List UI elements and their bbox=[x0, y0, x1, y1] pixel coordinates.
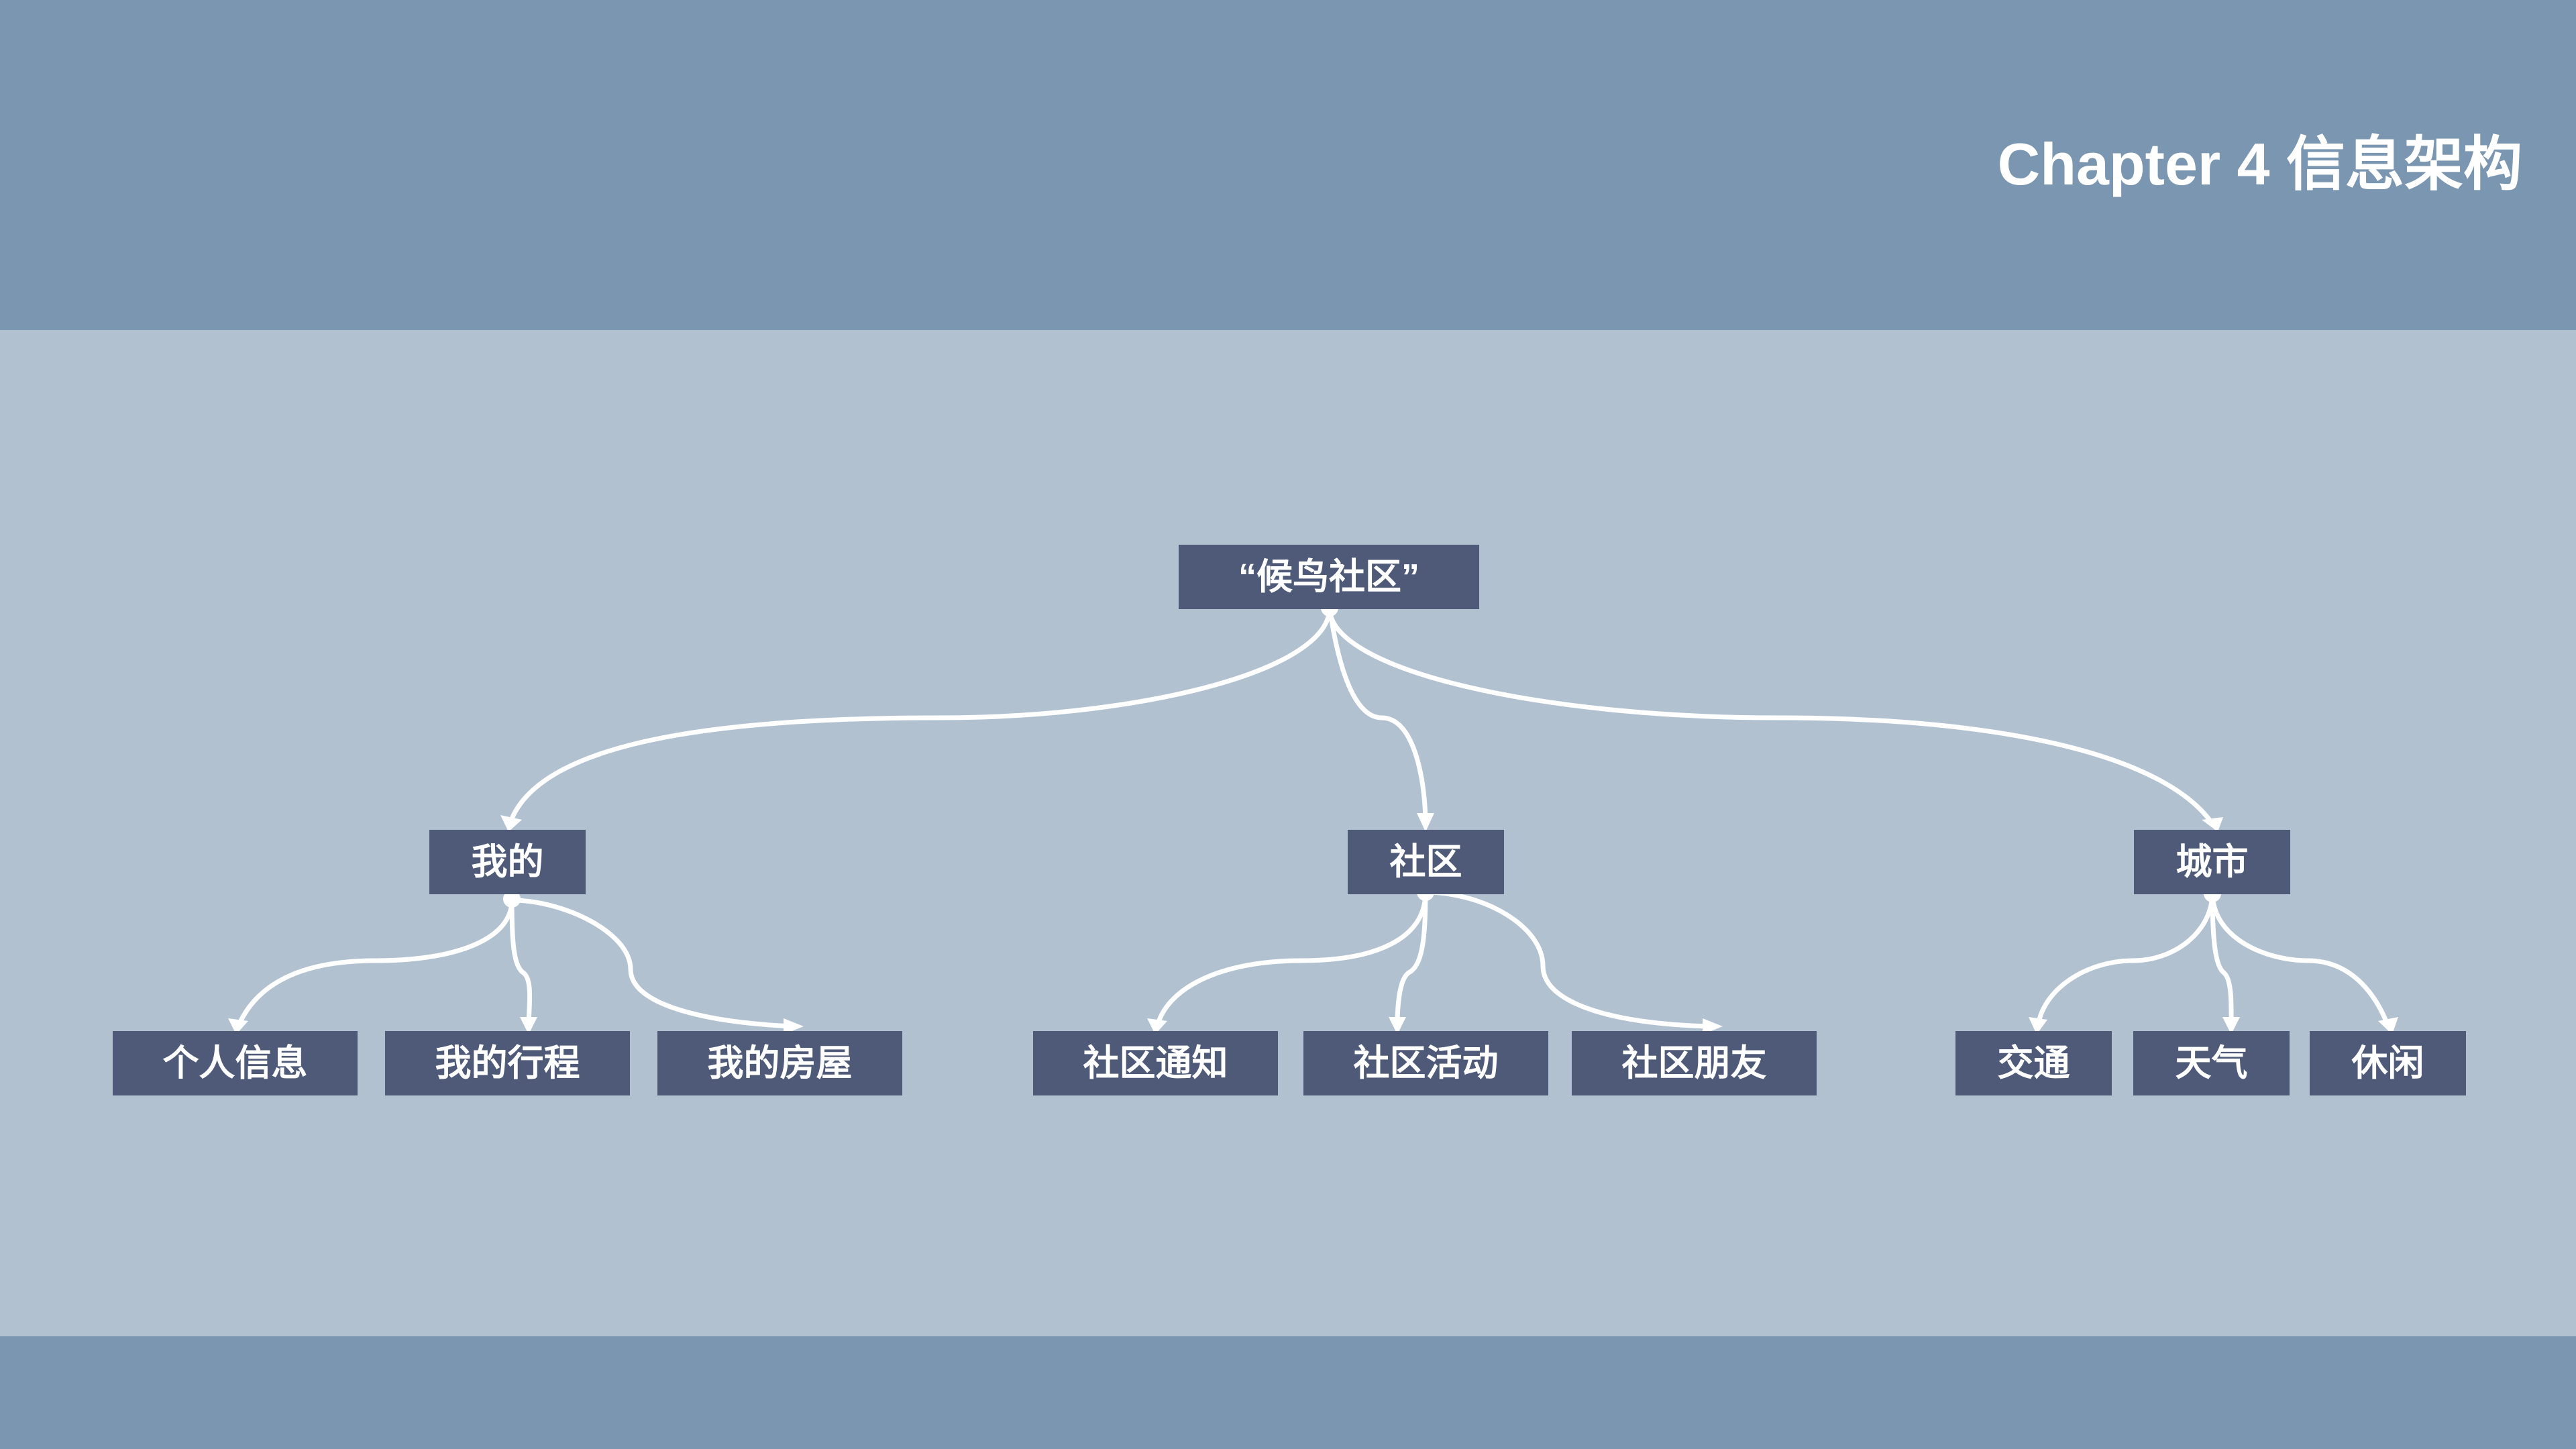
arrowhead-xingcheng bbox=[520, 1017, 537, 1034]
connector-wode-to-xingcheng bbox=[509, 898, 533, 1029]
node-shequ-tongzhi: 社区通知 bbox=[1033, 1031, 1278, 1095]
node-chengshi: 城市 bbox=[2134, 830, 2290, 894]
arrowhead-wode bbox=[500, 815, 522, 832]
arrowhead-geren bbox=[228, 1018, 248, 1034]
footer-band bbox=[0, 1336, 2576, 1449]
arrowhead-jiaotong bbox=[2029, 1017, 2047, 1034]
connector-wode-to-fangwu bbox=[509, 898, 798, 1029]
connector-wode-to-geren bbox=[235, 898, 515, 1029]
arrowhead-xiuxian bbox=[2378, 1017, 2398, 1034]
node-xiuxian: 休闲 bbox=[2310, 1031, 2466, 1095]
node-wode-fangwu: 我的房屋 bbox=[657, 1031, 902, 1095]
arrowhead-huodong bbox=[1389, 1017, 1406, 1034]
arrowhead-tongzhi bbox=[1147, 1018, 1167, 1034]
node-jiaotong: 交通 bbox=[1955, 1031, 2112, 1095]
connector-shequ-to-huodong bbox=[1395, 890, 1428, 1029]
node-shequ-huodong: 社区活动 bbox=[1303, 1031, 1548, 1095]
node-root: “候鸟社区” bbox=[1179, 545, 1479, 609]
arrowhead-tianqi bbox=[2222, 1017, 2240, 1034]
node-shequ: 社区 bbox=[1348, 830, 1504, 894]
arrowhead-chengshi bbox=[2202, 817, 2223, 832]
node-tianqi: 天气 bbox=[2133, 1031, 2290, 1095]
node-wode: 我的 bbox=[429, 830, 586, 894]
connector-root-to-shequ bbox=[1327, 605, 1428, 826]
connector-shequ-to-tongzhi bbox=[1155, 890, 1428, 1029]
node-geren-xinxi: 个人信息 bbox=[113, 1031, 358, 1095]
connector-shequ-to-pengyou bbox=[1423, 890, 1717, 1029]
header-band bbox=[0, 0, 2576, 330]
arrowhead-pengyou bbox=[1703, 1018, 1723, 1034]
node-wode-xingcheng: 我的行程 bbox=[385, 1031, 630, 1095]
node-shequ-pengyou: 社区朋友 bbox=[1572, 1031, 1817, 1095]
connector-chengshi-to-xiuxian bbox=[2210, 890, 2391, 1029]
connector-root-to-wode bbox=[507, 605, 1332, 826]
arrowhead-fangwu bbox=[784, 1018, 804, 1034]
chapter-title: Chapter 4 信息架构 bbox=[1997, 131, 2522, 197]
connector-chengshi-to-tianqi bbox=[2210, 890, 2234, 1029]
junction-dot-wode bbox=[503, 890, 521, 908]
arrowhead-shequ bbox=[1417, 813, 1434, 832]
connector-chengshi-to-jiaotong bbox=[2035, 890, 2215, 1029]
connector-root-to-chengshi bbox=[1327, 605, 2215, 826]
